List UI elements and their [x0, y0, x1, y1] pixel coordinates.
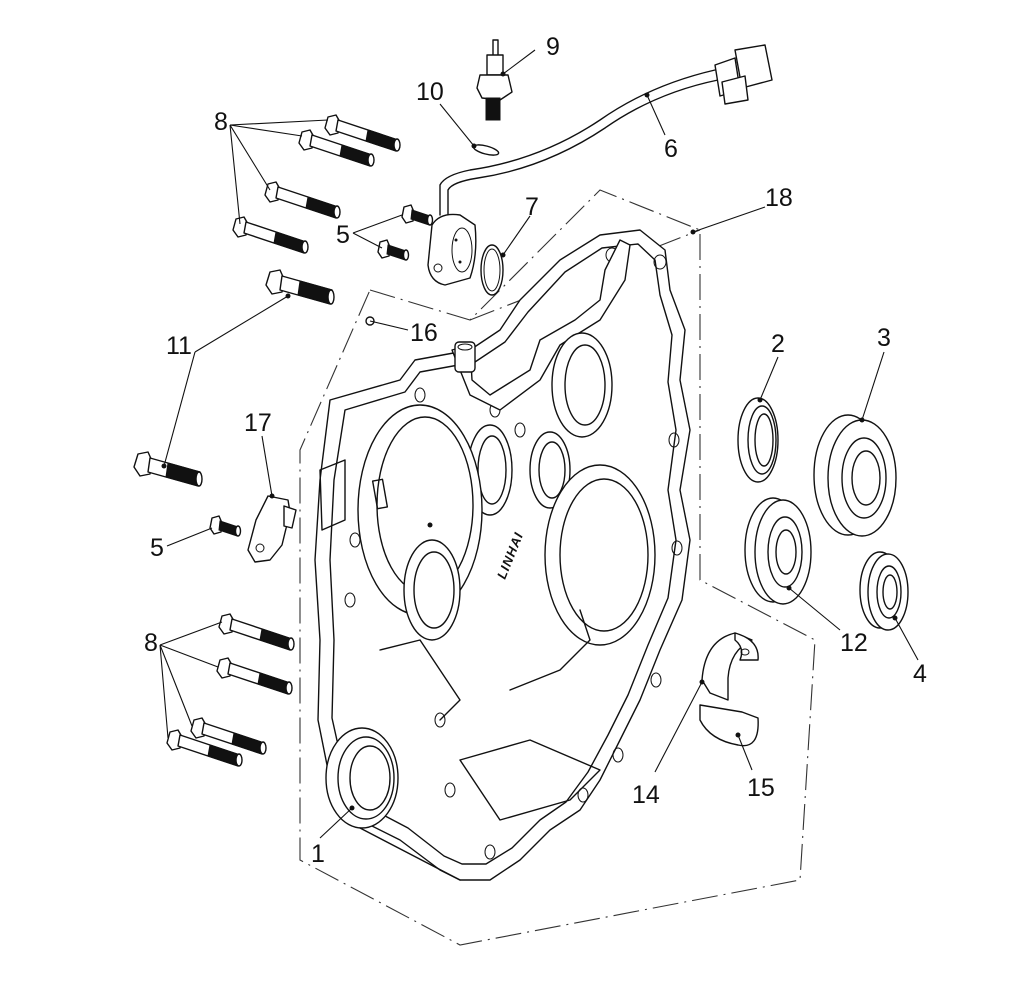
callout-15: 15: [747, 774, 775, 802]
callout-3: 3: [877, 324, 891, 352]
callout-11: 11: [166, 332, 192, 360]
leader-dots: [161, 71, 898, 811]
callout-5-lower: 5: [150, 534, 164, 562]
callout-14: 14: [632, 781, 660, 809]
callout-12: 12: [840, 629, 868, 657]
callout-8-lower: 8: [144, 629, 158, 657]
callout-labels: 1 2 3 4 5 5 6 7 8 8 9 10 11 12 14 15 16 …: [144, 33, 927, 868]
callout-4: 4: [913, 660, 927, 688]
oil-seal: [737, 397, 779, 483]
callout-17: 17: [244, 409, 272, 437]
washer: [472, 144, 500, 156]
callout-7: 7: [525, 193, 539, 221]
o-ring: [480, 244, 504, 296]
oil-pressure-switch: [476, 39, 513, 121]
oil-seal-bore: [325, 727, 461, 881]
bolts-group-11: [133, 269, 335, 487]
callout-8-upper: 8: [214, 108, 228, 136]
bracket: [247, 495, 297, 563]
crankcase-body: LINHAI: [314, 229, 691, 881]
ball-bearing-small: [859, 551, 909, 631]
callout-9: 9: [546, 33, 560, 61]
callout-16: 16: [410, 319, 438, 347]
callout-5-upper: 5: [336, 221, 350, 249]
wire-harness: [427, 44, 773, 286]
callout-10: 10: [416, 78, 444, 106]
bushing-halves: [699, 632, 759, 747]
leader-lines: [159, 49, 919, 839]
callout-1: 1: [311, 840, 325, 868]
ball-bearing-large: [813, 414, 897, 537]
ball-bearing-medium: [744, 497, 812, 605]
callout-18: 18: [765, 184, 793, 212]
callout-2: 2: [771, 330, 785, 358]
bolts-group-8-lower: [166, 613, 295, 767]
bolts-group-8-upper: [232, 114, 401, 254]
callout-6: 6: [664, 135, 678, 163]
